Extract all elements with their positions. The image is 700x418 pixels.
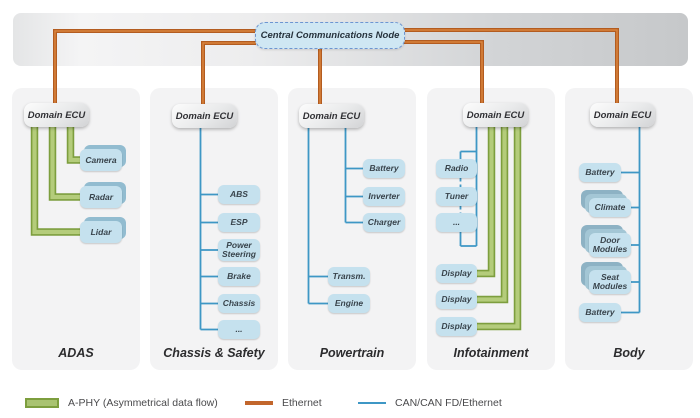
- legend-label-can: CAN/CAN FD/Ethernet: [395, 397, 502, 409]
- device-box-camera: Camera: [80, 149, 122, 171]
- legend-item-a-phy: A-PHY (Asymmetrical data flow): [25, 393, 218, 413]
- device-box-pt-battery: Battery: [363, 159, 405, 178]
- can-lines: [199, 127, 641, 331]
- device-box-esp: ESP: [218, 213, 260, 232]
- device-box-abs: ABS: [218, 185, 260, 204]
- column-title-chassis-safety: Chassis & Safety: [163, 346, 265, 360]
- device-box-seat-modules: Seat Modules: [589, 270, 631, 294]
- legend-item-can: CAN/CAN FD/Ethernet: [358, 393, 502, 413]
- legend-label-a-phy: A-PHY (Asymmetrical data flow): [68, 397, 218, 409]
- device-box-charger: Charger: [363, 213, 405, 232]
- domain-ecu-chassis-safety: Domain ECU: [172, 104, 237, 128]
- device-box-display-1: Display: [436, 264, 477, 283]
- central-communications-node: Central Communications Node: [255, 22, 405, 49]
- device-box-brake: Brake: [218, 267, 260, 286]
- column-title-infotainment: Infotainment: [453, 346, 529, 360]
- a-phy-lines: [30, 125, 522, 331]
- device-box-lidar: Lidar: [80, 221, 122, 243]
- device-box-power-steering: Power Steering: [218, 239, 260, 261]
- column-title-powertrain: Powertrain: [319, 346, 385, 360]
- device-box-inverter: Inverter: [363, 187, 405, 206]
- device-box-radio: Radio: [436, 159, 477, 178]
- device-box-transmission: Transm.: [328, 267, 370, 286]
- device-box-display-3: Display: [436, 317, 477, 336]
- a-phy-swatch-icon: [25, 398, 59, 408]
- legend-item-ethernet: Ethernet: [245, 393, 322, 413]
- device-box-body-battery-2: Battery: [579, 303, 621, 322]
- device-box-engine: Engine: [328, 294, 370, 313]
- ethernet-lines: [53, 28, 619, 106]
- can-swatch-icon: [358, 402, 386, 404]
- device-box-body-battery-1: Battery: [579, 163, 621, 182]
- domain-ecu-infotainment: Domain ECU: [463, 103, 528, 127]
- device-box-door-modules: Door Modules: [589, 233, 631, 257]
- legend-label-ethernet: Ethernet: [282, 397, 322, 409]
- device-box-radar: Radar: [80, 186, 122, 208]
- device-box-info-more: ...: [436, 213, 477, 232]
- column-title-body: Body: [613, 346, 645, 360]
- domain-ecu-powertrain: Domain ECU: [299, 104, 364, 128]
- ethernet-swatch-icon: [245, 401, 273, 405]
- device-box-chassis-more: ...: [218, 320, 260, 339]
- device-box-climate: Climate: [589, 198, 631, 217]
- device-box-chassis: Chassis: [218, 294, 260, 313]
- device-box-display-2: Display: [436, 290, 477, 309]
- device-box-tuner: Tuner: [436, 187, 477, 206]
- domain-ecu-adas: Domain ECU: [24, 103, 89, 127]
- domain-ecu-body: Domain ECU: [590, 103, 655, 127]
- column-title-adas: ADAS: [58, 346, 94, 360]
